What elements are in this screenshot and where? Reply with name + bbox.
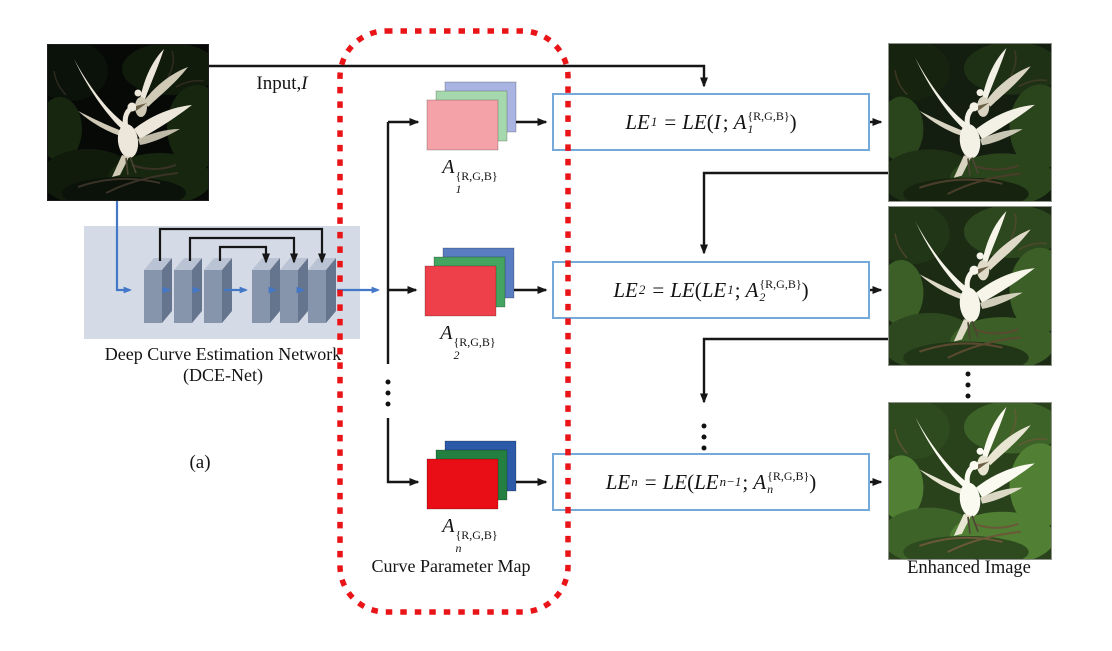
eq-map-sub: n: [767, 481, 774, 496]
eq-open-paren: (: [687, 469, 695, 494]
map-symbol: A: [442, 515, 455, 537]
eq-lhs-sub: 2: [638, 282, 646, 297]
eq-close-paren: ): [789, 109, 797, 134]
feedback-ellipsis: [701, 423, 707, 451]
input-label-variable: I: [301, 73, 308, 94]
map-subscript: 2: [453, 348, 460, 362]
input-label-text: Input,: [256, 73, 302, 94]
eq-separator: ;: [742, 469, 749, 494]
eq-lhs-sub: n: [631, 474, 638, 489]
eq-map-sup: {R,G,B}: [747, 108, 790, 123]
map-subscript: 1: [455, 182, 462, 196]
map-symbol: A: [442, 156, 455, 178]
eq-arg: I: [713, 109, 721, 134]
map-subscript: n: [455, 541, 462, 555]
input-label: Input,I: [222, 73, 342, 95]
eq-separator: ;: [722, 109, 729, 134]
dce-net-title-line1: Deep Curve Estimation Network: [104, 344, 342, 364]
eq-lhs: LE: [605, 469, 631, 494]
map-superscript: {R,G,B}: [453, 335, 496, 349]
le1-feedback-arrow: [700, 171, 888, 255]
eq-close-paren: ): [809, 469, 817, 494]
map-label-n: A{R,G,B}n: [410, 515, 530, 554]
eq-open-paren: (: [694, 277, 702, 302]
map-superscript: {R,G,B}: [455, 169, 498, 183]
eq-map-symbol: A: [745, 277, 759, 302]
input-image: [47, 44, 209, 201]
eq-arg-sub: n−1: [719, 474, 742, 489]
eq-map-sup: {R,G,B}: [767, 468, 810, 483]
eq-map-symbol: A: [753, 469, 767, 494]
dce-net-title-line2: (DCE-Net): [183, 365, 263, 385]
dce-net-title: Deep Curve Estimation Network (DCE-Net): [56, 344, 390, 386]
eq-equals: =: [644, 469, 657, 494]
eq-arg-sub: 1: [727, 282, 734, 297]
eq-separator: ;: [734, 277, 741, 302]
eq-fn: LE: [670, 277, 695, 302]
eq-equals: =: [652, 277, 665, 302]
eq-fn: LE: [662, 469, 688, 494]
enhanced-image-1: [888, 43, 1052, 202]
eq-close-paren: ): [801, 277, 809, 302]
eq-map-sub: 2: [759, 289, 766, 304]
enhanced-image-2: [888, 206, 1052, 366]
eq-map-sup: {R,G,B}: [759, 276, 802, 291]
eq-fn: LE: [682, 109, 707, 134]
eq-lhs-sub: 1: [650, 114, 658, 129]
enhanced-image-label: Enhanced Image: [907, 558, 1031, 578]
eq-arg: LE: [701, 277, 727, 302]
map-label-1: A{R,G,B}1: [410, 156, 530, 195]
eq-lhs: LE: [625, 109, 650, 134]
map-symbol: A: [440, 322, 453, 344]
enhanced-images-ellipsis: [965, 371, 971, 399]
eq-equals: =: [664, 109, 677, 134]
eq-lhs: LE: [613, 277, 638, 302]
eq-arg: LE: [694, 469, 719, 494]
curve-parameter-map-label: Curve Parameter Map: [371, 556, 531, 576]
map-superscript: {R,G,B}: [455, 528, 498, 542]
le2-feedback-arrow: [700, 337, 888, 404]
eq-map-symbol: A: [733, 109, 747, 134]
eq-map-sub: 1: [747, 121, 754, 136]
figure-caption: (a): [189, 452, 211, 473]
map-label-2: A{R,G,B}2: [408, 322, 528, 361]
enhanced-image-3: [888, 402, 1052, 560]
eq-open-paren: (: [706, 109, 714, 134]
skip-connection-arrows: [158, 227, 326, 264]
